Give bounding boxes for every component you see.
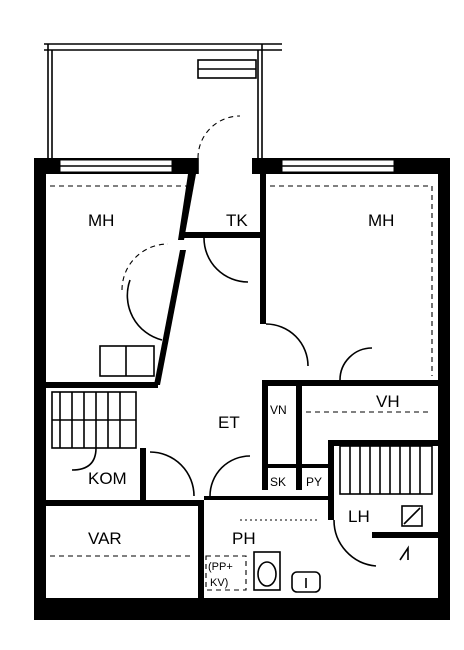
fixtures	[99, 345, 423, 593]
interior-walls	[46, 174, 438, 598]
room-label-kom: KOM	[88, 469, 127, 488]
closet-lines	[50, 185, 433, 557]
room-label-ph: PH	[232, 529, 256, 548]
room-label-mh-right: MH	[368, 211, 394, 230]
room-label-py: PY	[306, 475, 322, 489]
stairs-kom	[51, 391, 137, 471]
room-label-vn: VN	[270, 403, 287, 417]
room-label-lh: LH	[348, 507, 370, 526]
room-label-tk: TK	[226, 211, 248, 230]
doors	[121, 115, 377, 567]
balcony	[44, 43, 282, 158]
room-label-vh: VH	[376, 392, 400, 411]
room-label-pp-kv-line2: KV)	[210, 577, 228, 589]
room-label-mh-left: MH	[88, 211, 114, 230]
room-label-et: ET	[218, 413, 240, 432]
room-label-sk: SK	[270, 475, 286, 489]
windows	[59, 159, 395, 173]
stairs-right	[339, 445, 433, 495]
room-label-var: VAR	[88, 529, 122, 548]
room-label-pp-kv-line1: (PP+	[208, 561, 233, 573]
